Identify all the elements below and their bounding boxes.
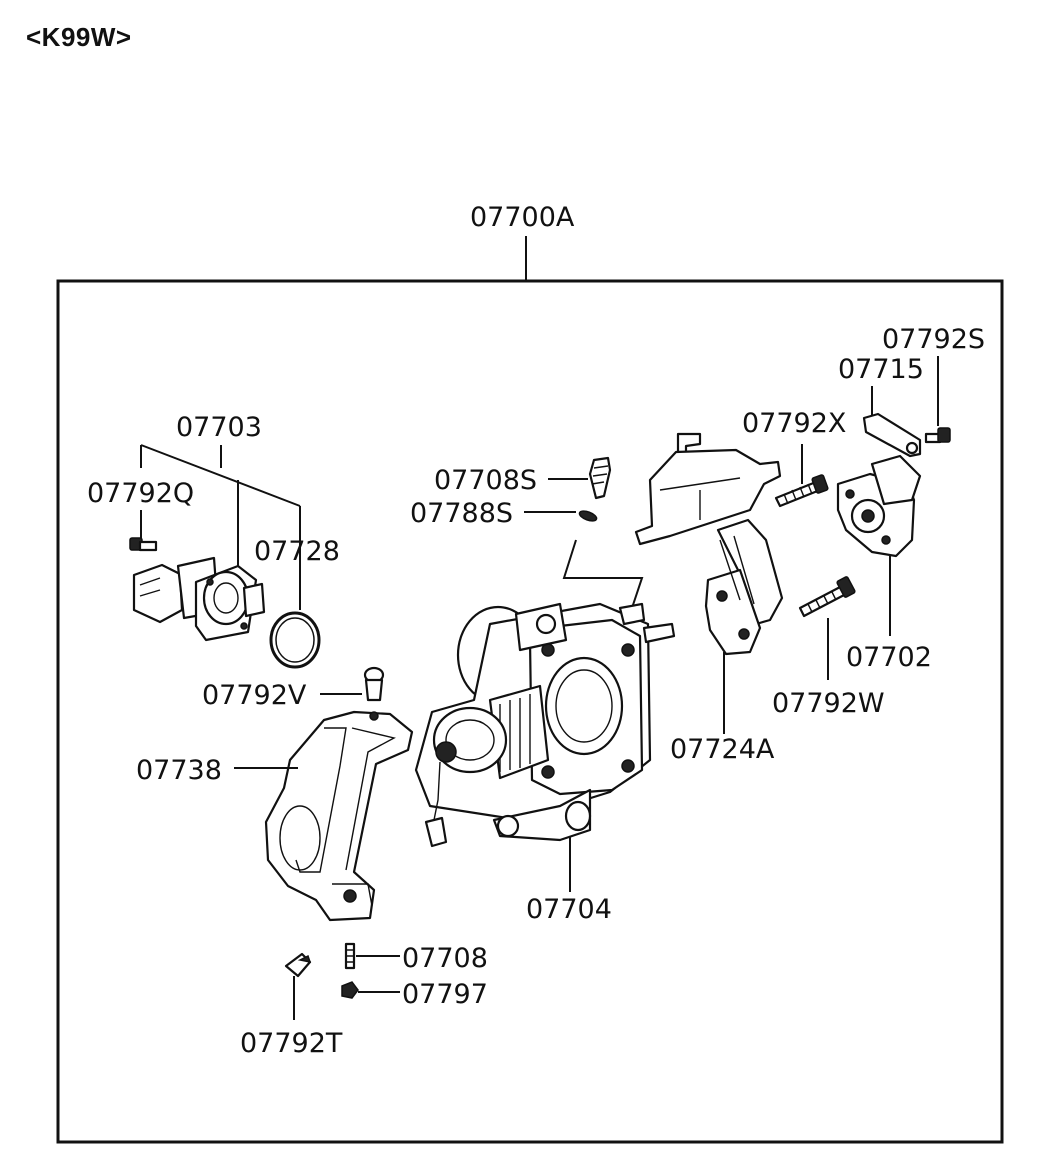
screw-07792T [284, 952, 312, 978]
label-07708S[interactable]: 07708S [434, 465, 537, 496]
o-ring-07728 [269, 611, 321, 669]
nut-07797 [341, 981, 359, 999]
plate-07715 [862, 412, 922, 458]
sensor-bracket-07724A [634, 432, 784, 656]
label-07703[interactable]: 07703 [176, 412, 262, 443]
label-07792S[interactable]: 07792S [882, 324, 985, 355]
label-07704[interactable]: 07704 [526, 894, 612, 925]
diagram-header: <K99W> [26, 22, 132, 52]
screw-07792S [924, 427, 951, 444]
isc-motor-07703 [132, 556, 266, 642]
label-07792W[interactable]: 07792W [772, 688, 885, 719]
screw-07792V [363, 666, 385, 702]
screw-07792W [798, 576, 856, 618]
screw-07792X [774, 474, 829, 508]
sensor-07702 [836, 454, 922, 558]
spring-07788S [578, 510, 598, 522]
label-07724A[interactable]: 07724A [670, 734, 775, 765]
bracket-07738 [264, 710, 414, 922]
label-07792T[interactable]: 07792T [240, 1028, 343, 1059]
label-07715[interactable]: 07715 [838, 354, 924, 385]
screw-07792Q [129, 537, 158, 552]
label-07738[interactable]: 07738 [136, 755, 222, 786]
label-07702[interactable]: 07702 [846, 642, 932, 673]
label-07792X[interactable]: 07792X [742, 408, 846, 439]
label-07708[interactable]: 07708 [402, 943, 488, 974]
label-07700A[interactable]: 07700A [470, 202, 575, 233]
label-07792V[interactable]: 07792V [202, 680, 307, 711]
assembly-frame [56, 279, 1004, 1144]
stud-07708 [344, 942, 356, 970]
label-07788S[interactable]: 07788S [410, 498, 513, 529]
screw-07708S [588, 456, 612, 500]
label-07792Q[interactable]: 07792Q [87, 478, 194, 509]
label-07797[interactable]: 07797 [402, 979, 488, 1010]
throttle-body-07704 [414, 602, 676, 848]
label-07728[interactable]: 07728 [254, 536, 340, 567]
